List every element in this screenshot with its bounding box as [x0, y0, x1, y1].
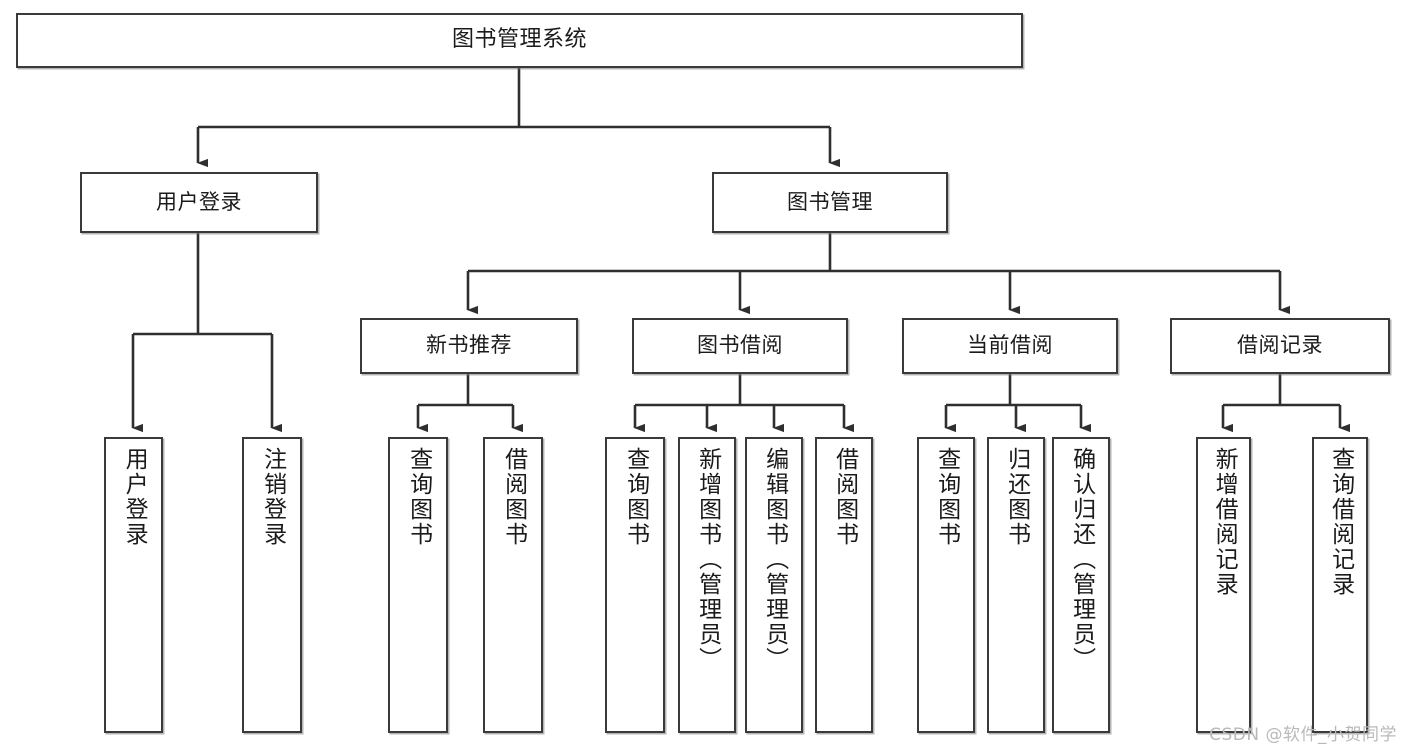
node-label: 图书管理: [787, 189, 873, 214]
node-root-system[interactable]: 图书管理系统: [16, 13, 1023, 68]
node-label: 新增图书（管理员）: [694, 447, 721, 672]
node-label: 查询图书: [933, 447, 960, 547]
node-user-login[interactable]: 用户登录: [80, 172, 318, 233]
node-book-borrow[interactable]: 图书借阅: [632, 318, 848, 374]
leaf-record-add-record[interactable]: 新增借阅记录: [1196, 437, 1251, 733]
node-label: 借阅图书: [500, 447, 527, 547]
leaf-borrow-borrow-book[interactable]: 借阅图书: [815, 437, 873, 733]
node-new-book-recommend[interactable]: 新书推荐: [360, 318, 578, 374]
leaf-user-login-login[interactable]: 用户登录: [104, 437, 163, 733]
node-label: 归还图书: [1003, 447, 1030, 547]
node-label: 查询借阅记录: [1327, 447, 1354, 597]
node-label: 借阅记录: [1237, 333, 1323, 358]
node-label: 注销登录: [259, 447, 286, 547]
node-label: 图书管理系统: [451, 27, 587, 53]
node-label: 新书推荐: [426, 333, 512, 358]
leaf-current-query-book[interactable]: 查询图书: [917, 437, 975, 733]
leaf-record-query-record[interactable]: 查询借阅记录: [1312, 437, 1368, 733]
node-label: 图书借阅: [697, 333, 783, 358]
node-label: 借阅图书: [831, 447, 858, 547]
leaf-borrow-add-book[interactable]: 新增图书（管理员）: [678, 437, 736, 733]
leaf-current-return-book[interactable]: 归还图书: [987, 437, 1045, 733]
node-label: 查询图书: [622, 447, 649, 547]
node-label: 新增借阅记录: [1211, 447, 1238, 597]
node-label: 用户登录: [156, 189, 242, 214]
leaf-current-confirm-return[interactable]: 确认归还（管理员）: [1052, 437, 1110, 733]
node-current-borrow[interactable]: 当前借阅: [902, 318, 1118, 374]
csdn-watermark: CSDN @软件_小贺同学: [1209, 725, 1397, 745]
leaf-recommend-query-book[interactable]: 查询图书: [388, 437, 448, 733]
leaf-user-login-logout[interactable]: 注销登录: [242, 437, 302, 733]
node-label: 编辑图书（管理员）: [761, 447, 788, 672]
leaf-borrow-query-book[interactable]: 查询图书: [605, 437, 665, 733]
node-borrow-record[interactable]: 借阅记录: [1170, 318, 1390, 374]
node-label: 查询图书: [405, 447, 432, 547]
node-label: 确认归还（管理员）: [1068, 447, 1095, 672]
leaf-borrow-edit-book[interactable]: 编辑图书（管理员）: [745, 437, 803, 733]
node-label: 用户登录: [121, 447, 148, 547]
leaf-recommend-borrow-book[interactable]: 借阅图书: [483, 437, 543, 733]
node-book-management[interactable]: 图书管理: [712, 172, 948, 233]
node-label: 当前借阅: [967, 333, 1053, 358]
